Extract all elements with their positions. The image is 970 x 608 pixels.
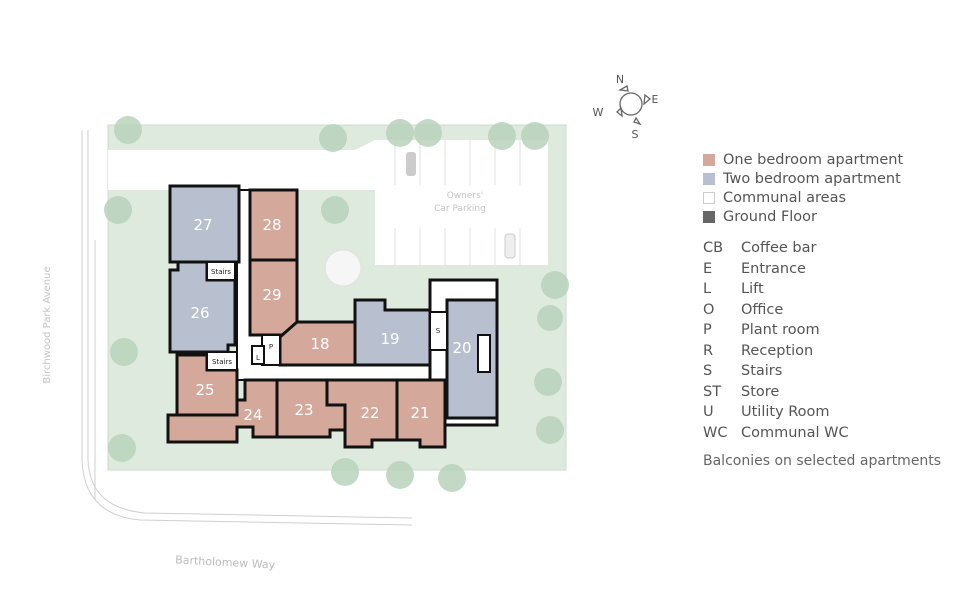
- abbr-code: ST: [703, 383, 722, 400]
- abbreviation: E Entrance: [703, 259, 941, 280]
- abbreviation: O Office: [703, 300, 941, 321]
- stairs-label: Stairs: [211, 268, 231, 276]
- lift: [251, 345, 265, 365]
- driveway: [108, 140, 548, 265]
- abbreviation: S Stairs: [703, 361, 941, 382]
- abbreviation: L Lift: [703, 279, 941, 300]
- apartment-number: 28: [262, 216, 281, 234]
- apartment-number: 26: [190, 304, 209, 322]
- abbreviation: U Utility Room: [703, 402, 941, 423]
- lift-label: L: [256, 354, 260, 362]
- legend-key-ground-floor: Ground Floor: [703, 207, 941, 226]
- parking-label-1: Owners': [447, 191, 484, 201]
- compass-icon: [616, 84, 652, 126]
- stairs-label: Stairs: [212, 358, 232, 366]
- apartment-27[interactable]: [168, 184, 241, 264]
- abbr-meaning: Lift: [741, 281, 764, 298]
- abbr-meaning: Store: [741, 383, 780, 400]
- apartment-20-notch: [477, 334, 491, 373]
- trees: [104, 116, 569, 492]
- abbr-code: R: [703, 342, 714, 359]
- car-icon: [504, 233, 516, 259]
- stairs-room: [429, 311, 448, 351]
- apartment-18[interactable]: [278, 320, 357, 367]
- legend-key-one-bedroom: One bedroom apartment: [703, 150, 941, 169]
- legend-label: Two bedroom apartment: [723, 170, 901, 187]
- balconies-note: Balconies on selected apartments: [703, 453, 942, 469]
- abbr-meaning: Utility Room: [741, 404, 830, 421]
- roads: [81, 130, 413, 526]
- apartment-number: 19: [380, 330, 399, 348]
- abbr-code: P: [703, 322, 712, 339]
- apartment-number: 25: [195, 381, 214, 399]
- apartment-28[interactable]: [248, 188, 299, 262]
- compass-s: S: [632, 128, 639, 141]
- stairs-label: S: [436, 327, 441, 335]
- apartment-number: 24: [243, 406, 262, 424]
- apartment-29[interactable]: [248, 258, 299, 337]
- apartment-number: 23: [294, 401, 313, 419]
- stairs-room: [206, 351, 238, 371]
- stairs-room: [206, 261, 236, 281]
- legend-label: Ground Floor: [723, 208, 818, 225]
- parking-bays: [394, 140, 521, 265]
- apartment-number: 27: [193, 216, 212, 234]
- apartment-number: 22: [360, 404, 379, 422]
- courtyard-feature: [324, 249, 362, 287]
- apartment-number: 18: [310, 335, 329, 353]
- compass-w: W: [593, 106, 604, 119]
- abbr-code: O: [703, 301, 715, 318]
- abbreviation: R Reception: [703, 341, 941, 362]
- road-label-south: Bartholomew Way: [175, 553, 276, 571]
- abbr-meaning: Entrance: [741, 260, 806, 277]
- compass-e: E: [652, 93, 659, 106]
- parking-label-2: Car Parking: [434, 204, 486, 214]
- abbr-code: E: [703, 260, 713, 277]
- abbreviation: P Plant room: [703, 320, 941, 341]
- compass-n: N: [616, 73, 624, 86]
- legend-key-two-bedroom: Two bedroom apartment: [703, 169, 941, 188]
- apartment-number: 29: [262, 286, 281, 304]
- abbreviation: CB Coffee bar: [703, 238, 941, 259]
- road-label-west: Birchwood Park Avenue: [42, 266, 53, 383]
- swatch: [703, 172, 715, 185]
- abbr-meaning: Office: [741, 301, 784, 318]
- legend: One bedroom apartment Two bedroom apartm…: [703, 150, 941, 469]
- legend-key-communal: Communal areas: [703, 188, 941, 207]
- abbr-code: WC: [703, 424, 728, 441]
- apartment-19[interactable]: [353, 298, 432, 367]
- apartment-number: 20: [452, 339, 471, 357]
- abbr-meaning: Coffee bar: [741, 240, 817, 257]
- abbr-meaning: Plant room: [741, 322, 820, 339]
- plant-room-label: P: [269, 343, 273, 351]
- legend-label: One bedroom apartment: [723, 151, 904, 168]
- abbr-code: CB: [703, 240, 724, 257]
- abbr-meaning: Stairs: [741, 363, 783, 380]
- abbr-code: L: [703, 281, 712, 298]
- abbr-code: U: [703, 404, 714, 421]
- abbr-meaning: Reception: [741, 342, 814, 359]
- swatch: [703, 191, 715, 204]
- swatch: [703, 210, 715, 223]
- apartment-number: 21: [410, 404, 429, 422]
- abbreviation: WC Communal WC: [703, 423, 941, 444]
- abbr-code: S: [703, 363, 713, 380]
- legend-label: Communal areas: [723, 189, 847, 206]
- swatch: [703, 153, 715, 166]
- car-icon: [406, 152, 416, 176]
- apartment-21[interactable]: [395, 378, 447, 449]
- abbr-meaning: Communal WC: [741, 424, 849, 441]
- abbreviation: ST Store: [703, 382, 941, 403]
